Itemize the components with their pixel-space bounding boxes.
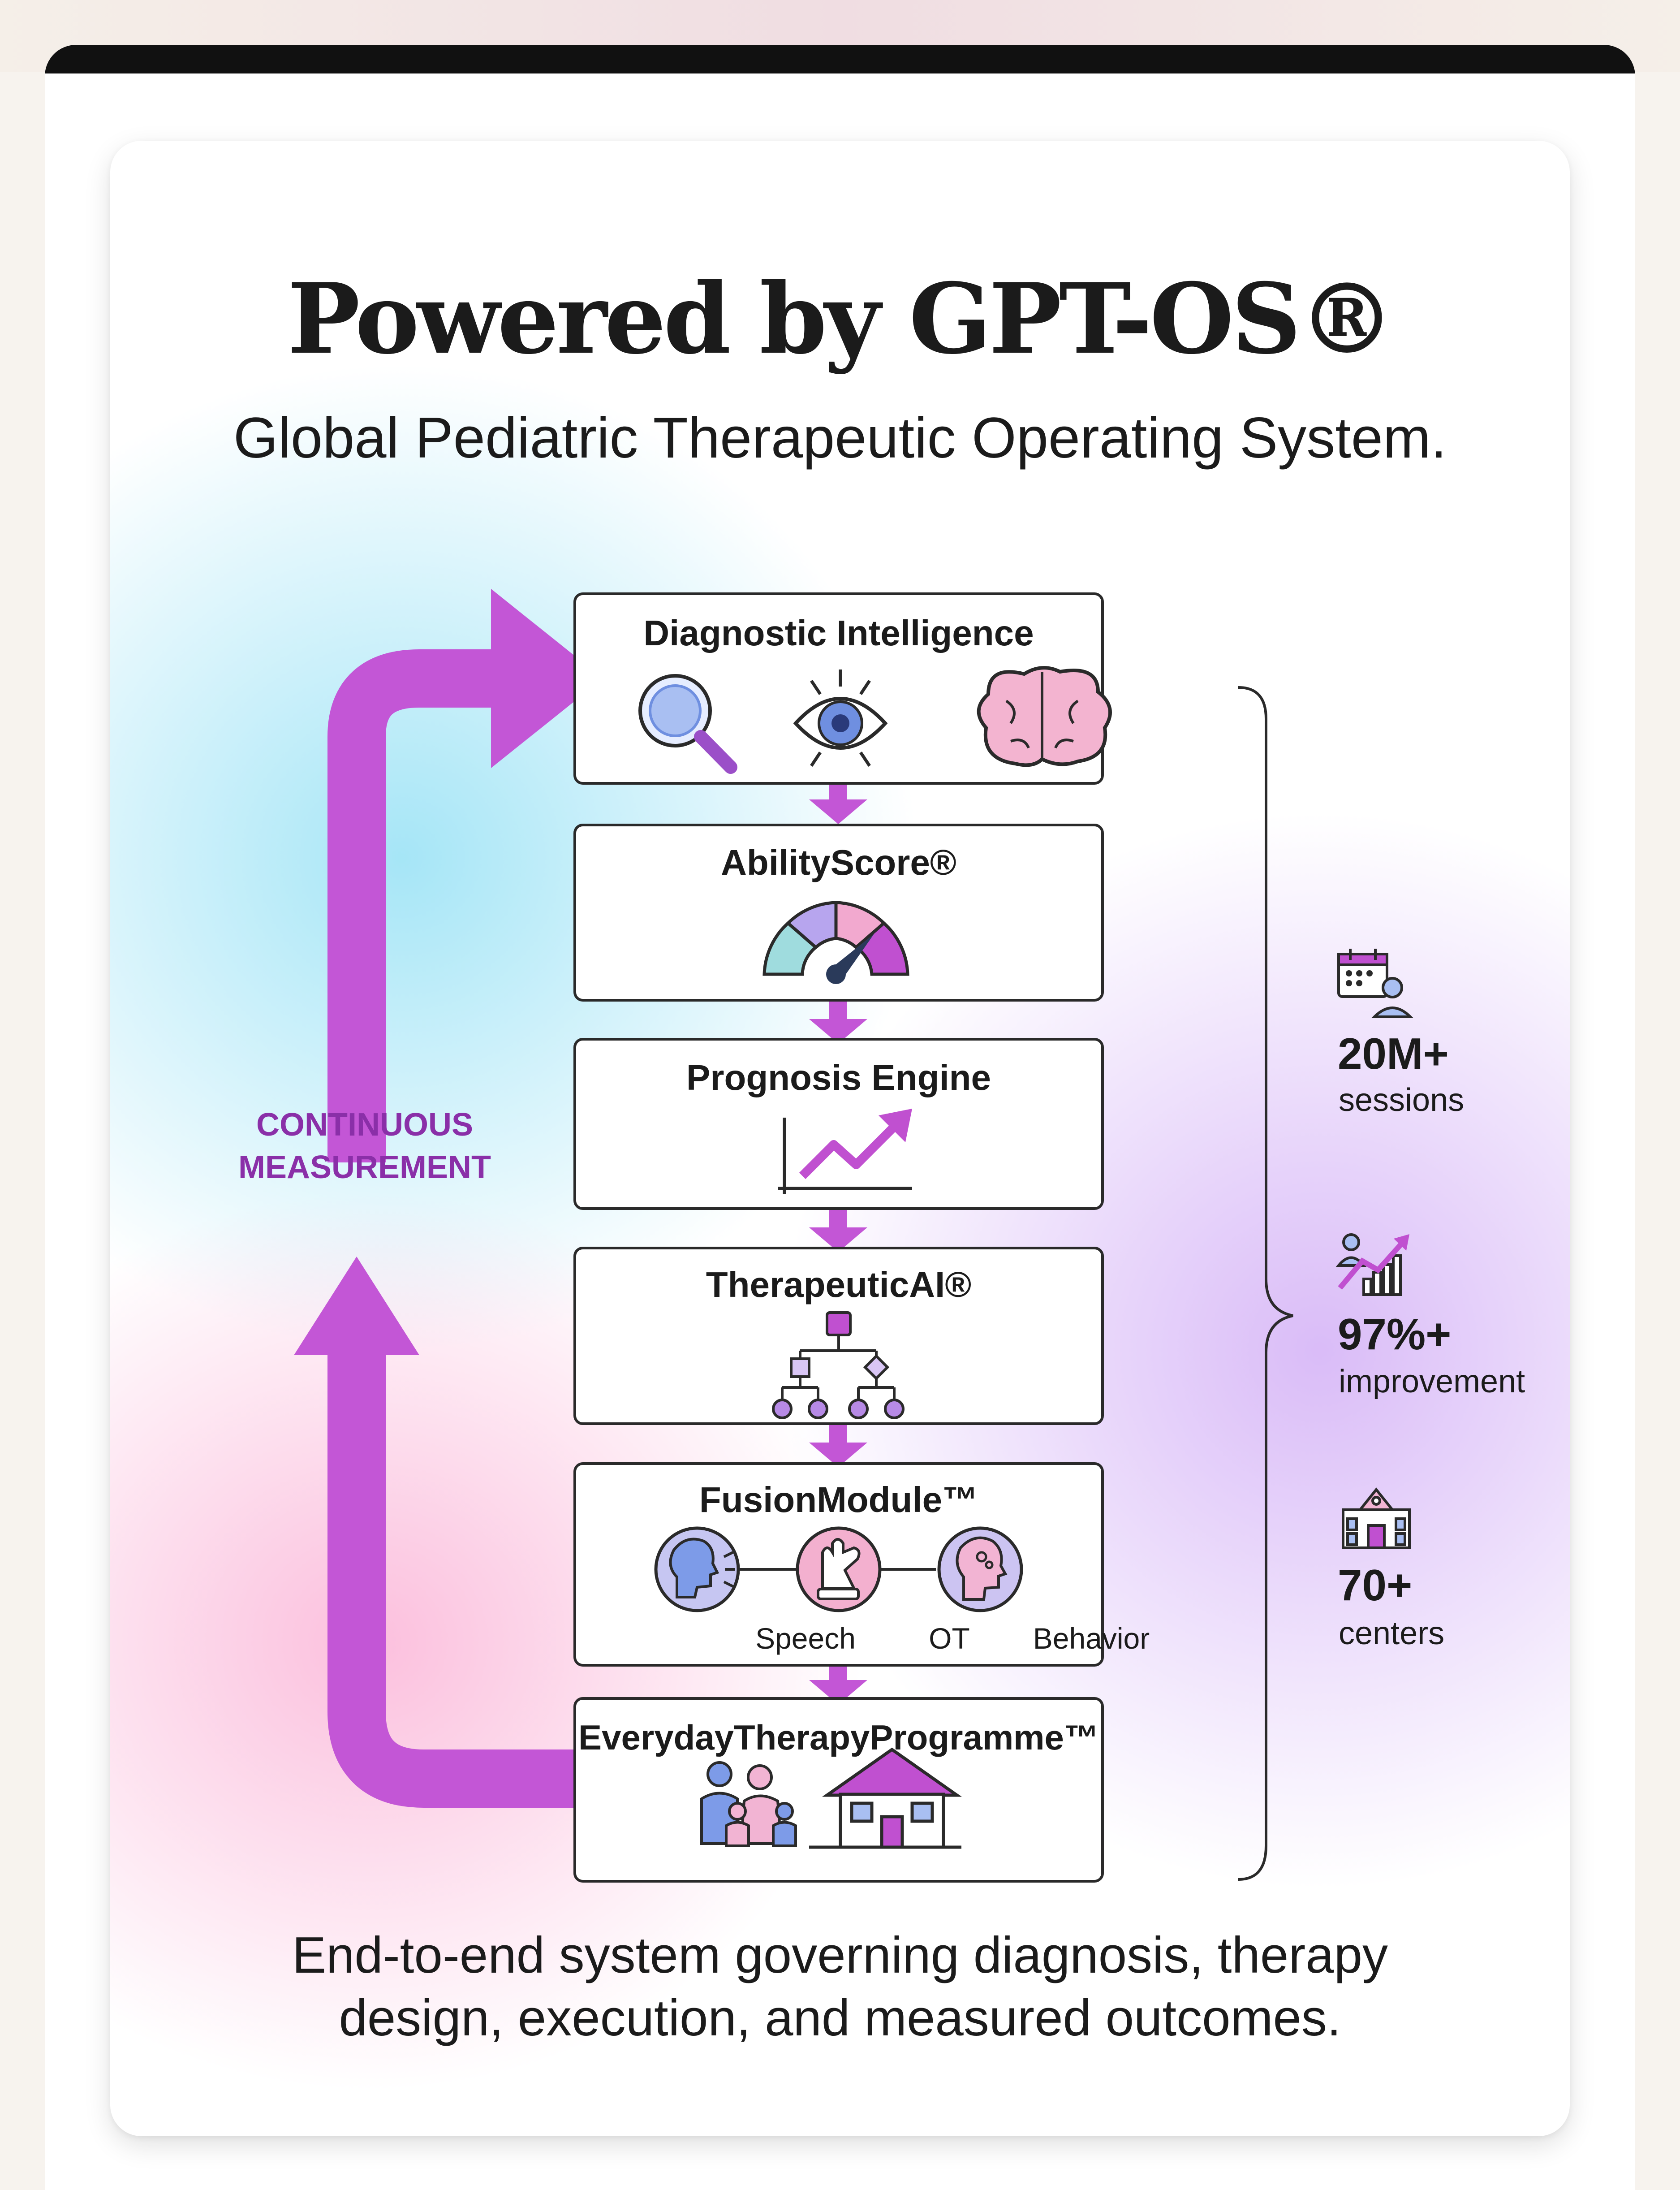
step-abilityscore: AbilityScore® bbox=[573, 824, 1104, 1002]
frame-top-bar bbox=[45, 45, 1635, 73]
stat-centers: 70+ centers bbox=[1338, 1487, 1444, 1651]
module-label-behavior: Behavior bbox=[1033, 1622, 1150, 1655]
step-label: Diagnostic Intelligence bbox=[643, 613, 1034, 653]
house-icon bbox=[809, 1747, 962, 1849]
page-frame: Powered by GPT-OS® Global Pediatric Ther… bbox=[45, 45, 1635, 2190]
loop-arrow-return bbox=[294, 1257, 594, 1808]
step-therapeuticai: TherapeuticAI® bbox=[573, 1247, 1104, 1425]
step-prognosis-engine: Prognosis Engine bbox=[573, 1038, 1104, 1210]
building-icon bbox=[1342, 1487, 1411, 1549]
growth-chart-icon bbox=[1335, 1233, 1409, 1296]
page-subtitle: Global Pediatric Therapeutic Operating S… bbox=[233, 406, 1447, 470]
behavior-head-icon bbox=[937, 1526, 1023, 1612]
stat-label: centers bbox=[1339, 1616, 1444, 1651]
step-everydaytherapyprogramme: EverydayTherapyProgramme™ bbox=[573, 1697, 1104, 1883]
step-diagnostic-intelligence: Diagnostic Intelligence bbox=[573, 592, 1112, 785]
gauge-icon bbox=[762, 901, 909, 984]
stats-brace bbox=[1238, 686, 1293, 1881]
hand-icon bbox=[796, 1526, 882, 1612]
magnifier-icon bbox=[638, 674, 737, 774]
step-label: FusionModule™ bbox=[699, 1480, 978, 1520]
infographic-card: Powered by GPT-OS® Global Pediatric Ther… bbox=[110, 141, 1570, 2136]
stat-sessions: 20M+ sessions bbox=[1337, 949, 1464, 1118]
family-icon bbox=[700, 1761, 797, 1847]
eye-icon bbox=[793, 670, 888, 767]
footer-caption: End-to-end system governing diagnosis, t… bbox=[200, 1924, 1480, 2050]
trend-up-icon bbox=[778, 1109, 912, 1194]
decision-tree-icon bbox=[772, 1311, 905, 1419]
step-label: Prognosis Engine bbox=[686, 1058, 991, 1097]
loop-label-line1: CONTINUOUS bbox=[256, 1107, 473, 1143]
step-label: TherapeuticAI® bbox=[706, 1265, 971, 1304]
loop-label-line2: MEASUREMENT bbox=[238, 1149, 491, 1185]
speech-head-icon bbox=[654, 1526, 740, 1612]
stat-value: 70+ bbox=[1338, 1560, 1412, 1610]
stat-value: 20M+ bbox=[1338, 1029, 1449, 1078]
stat-improvement: 97%+ improvement bbox=[1335, 1233, 1525, 1400]
footer-line-1: End-to-end system governing diagnosis, t… bbox=[292, 1927, 1388, 1984]
stat-value: 97%+ bbox=[1338, 1309, 1451, 1359]
step-label: AbilityScore® bbox=[721, 842, 956, 882]
step-fusionmodule: FusionModule™ Speec bbox=[573, 1462, 1150, 1667]
pipeline-diagram: CONTINUOUS MEASUREMENT Diagnostic Intell… bbox=[238, 589, 1525, 1883]
loop-arrow-up bbox=[327, 589, 603, 1162]
footer-line-2: design, execution, and measured outcomes… bbox=[339, 1990, 1341, 2047]
step-label: EverydayTherapyProgramme™ bbox=[578, 1718, 1099, 1757]
calendar-person-icon bbox=[1337, 949, 1414, 1018]
module-label-ot: OT bbox=[929, 1622, 970, 1655]
stat-label: sessions bbox=[1339, 1082, 1464, 1118]
module-label-speech: Speech bbox=[755, 1622, 856, 1655]
stat-label: improvement bbox=[1339, 1364, 1525, 1400]
step-connectors bbox=[809, 777, 867, 1705]
brain-icon bbox=[977, 666, 1112, 767]
page-title: Powered by GPT-OS® bbox=[287, 262, 1396, 376]
